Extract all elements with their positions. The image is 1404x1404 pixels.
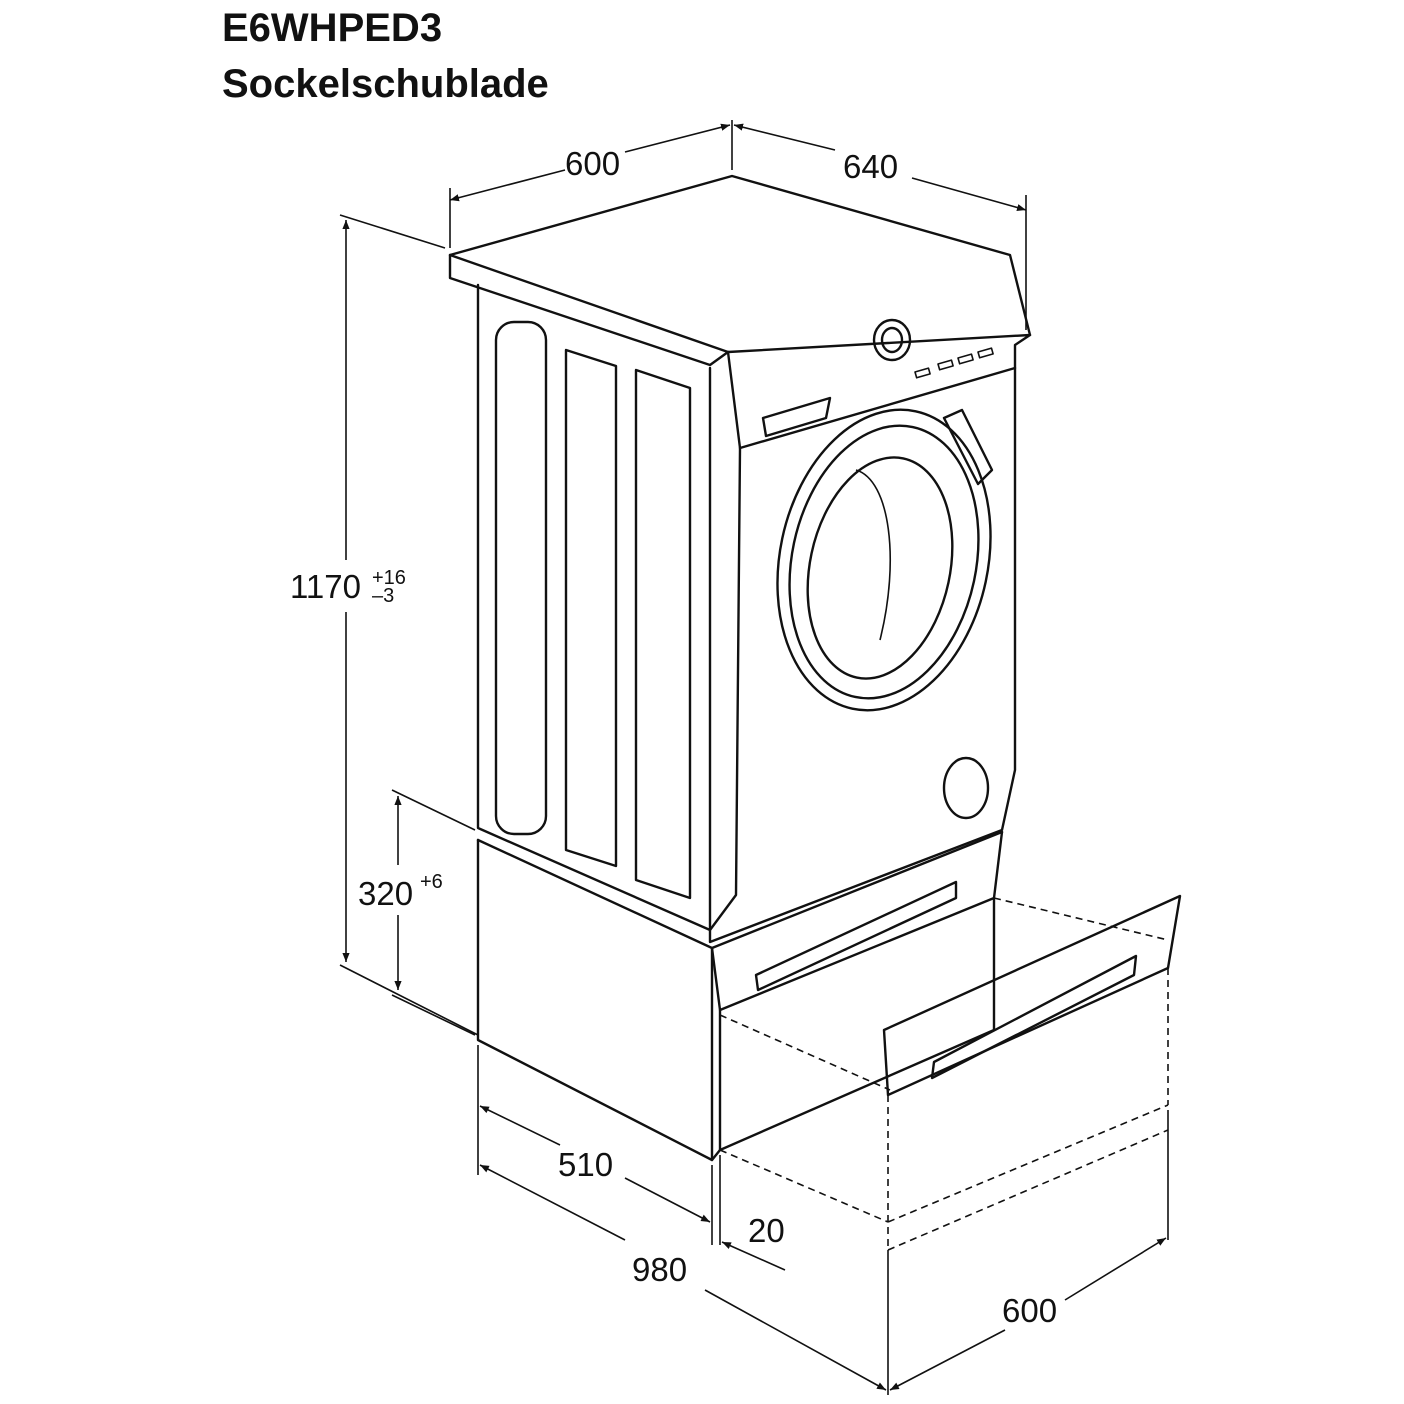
machine-front-panel xyxy=(708,333,1032,944)
dim-label-width-top: 600 xyxy=(565,145,620,182)
machine-top-plate xyxy=(448,174,1032,354)
dim-tolerance-plus: +16 xyxy=(372,567,406,589)
dim-label-depth-top: 640 xyxy=(843,148,898,185)
side-rib xyxy=(494,320,548,836)
pedestal-drawer-handle xyxy=(754,880,958,992)
pedestal-front xyxy=(710,830,1004,1012)
model-title: E6WHPED3 xyxy=(222,6,443,50)
pedestal-side xyxy=(476,838,714,1162)
side-rib xyxy=(564,348,618,868)
detergent-drawer xyxy=(761,396,832,438)
dim-label-drawer-offset: 20 xyxy=(748,1212,785,1249)
dim-tolerance-minus: –3 xyxy=(372,585,394,607)
product-subtitle: Sockelschublade xyxy=(222,62,549,106)
open-drawer-handle xyxy=(930,954,1138,1080)
washing-machine xyxy=(448,174,1032,944)
machine-side-panel xyxy=(476,283,712,932)
dimension-lines xyxy=(339,120,1169,1395)
drawer-extended-outline xyxy=(719,897,1169,1251)
program-knob xyxy=(872,318,912,362)
dim-label-overall-depth: 980 xyxy=(632,1251,687,1288)
door-handle xyxy=(942,408,994,486)
dim-tolerance-pedestal: +6 xyxy=(420,871,443,893)
door-glass xyxy=(806,456,954,680)
filter-cover xyxy=(942,756,990,820)
dim-label-pedestal-depth: 510 xyxy=(558,1146,613,1183)
dim-label-height-total: 1170 xyxy=(290,568,361,605)
pedestal xyxy=(476,830,1182,1162)
dim-label-drawer-width: 600 xyxy=(1002,1292,1057,1329)
dim-label-pedestal-height: 320 xyxy=(358,875,413,912)
side-rib xyxy=(634,368,692,900)
door-ring xyxy=(776,408,992,712)
